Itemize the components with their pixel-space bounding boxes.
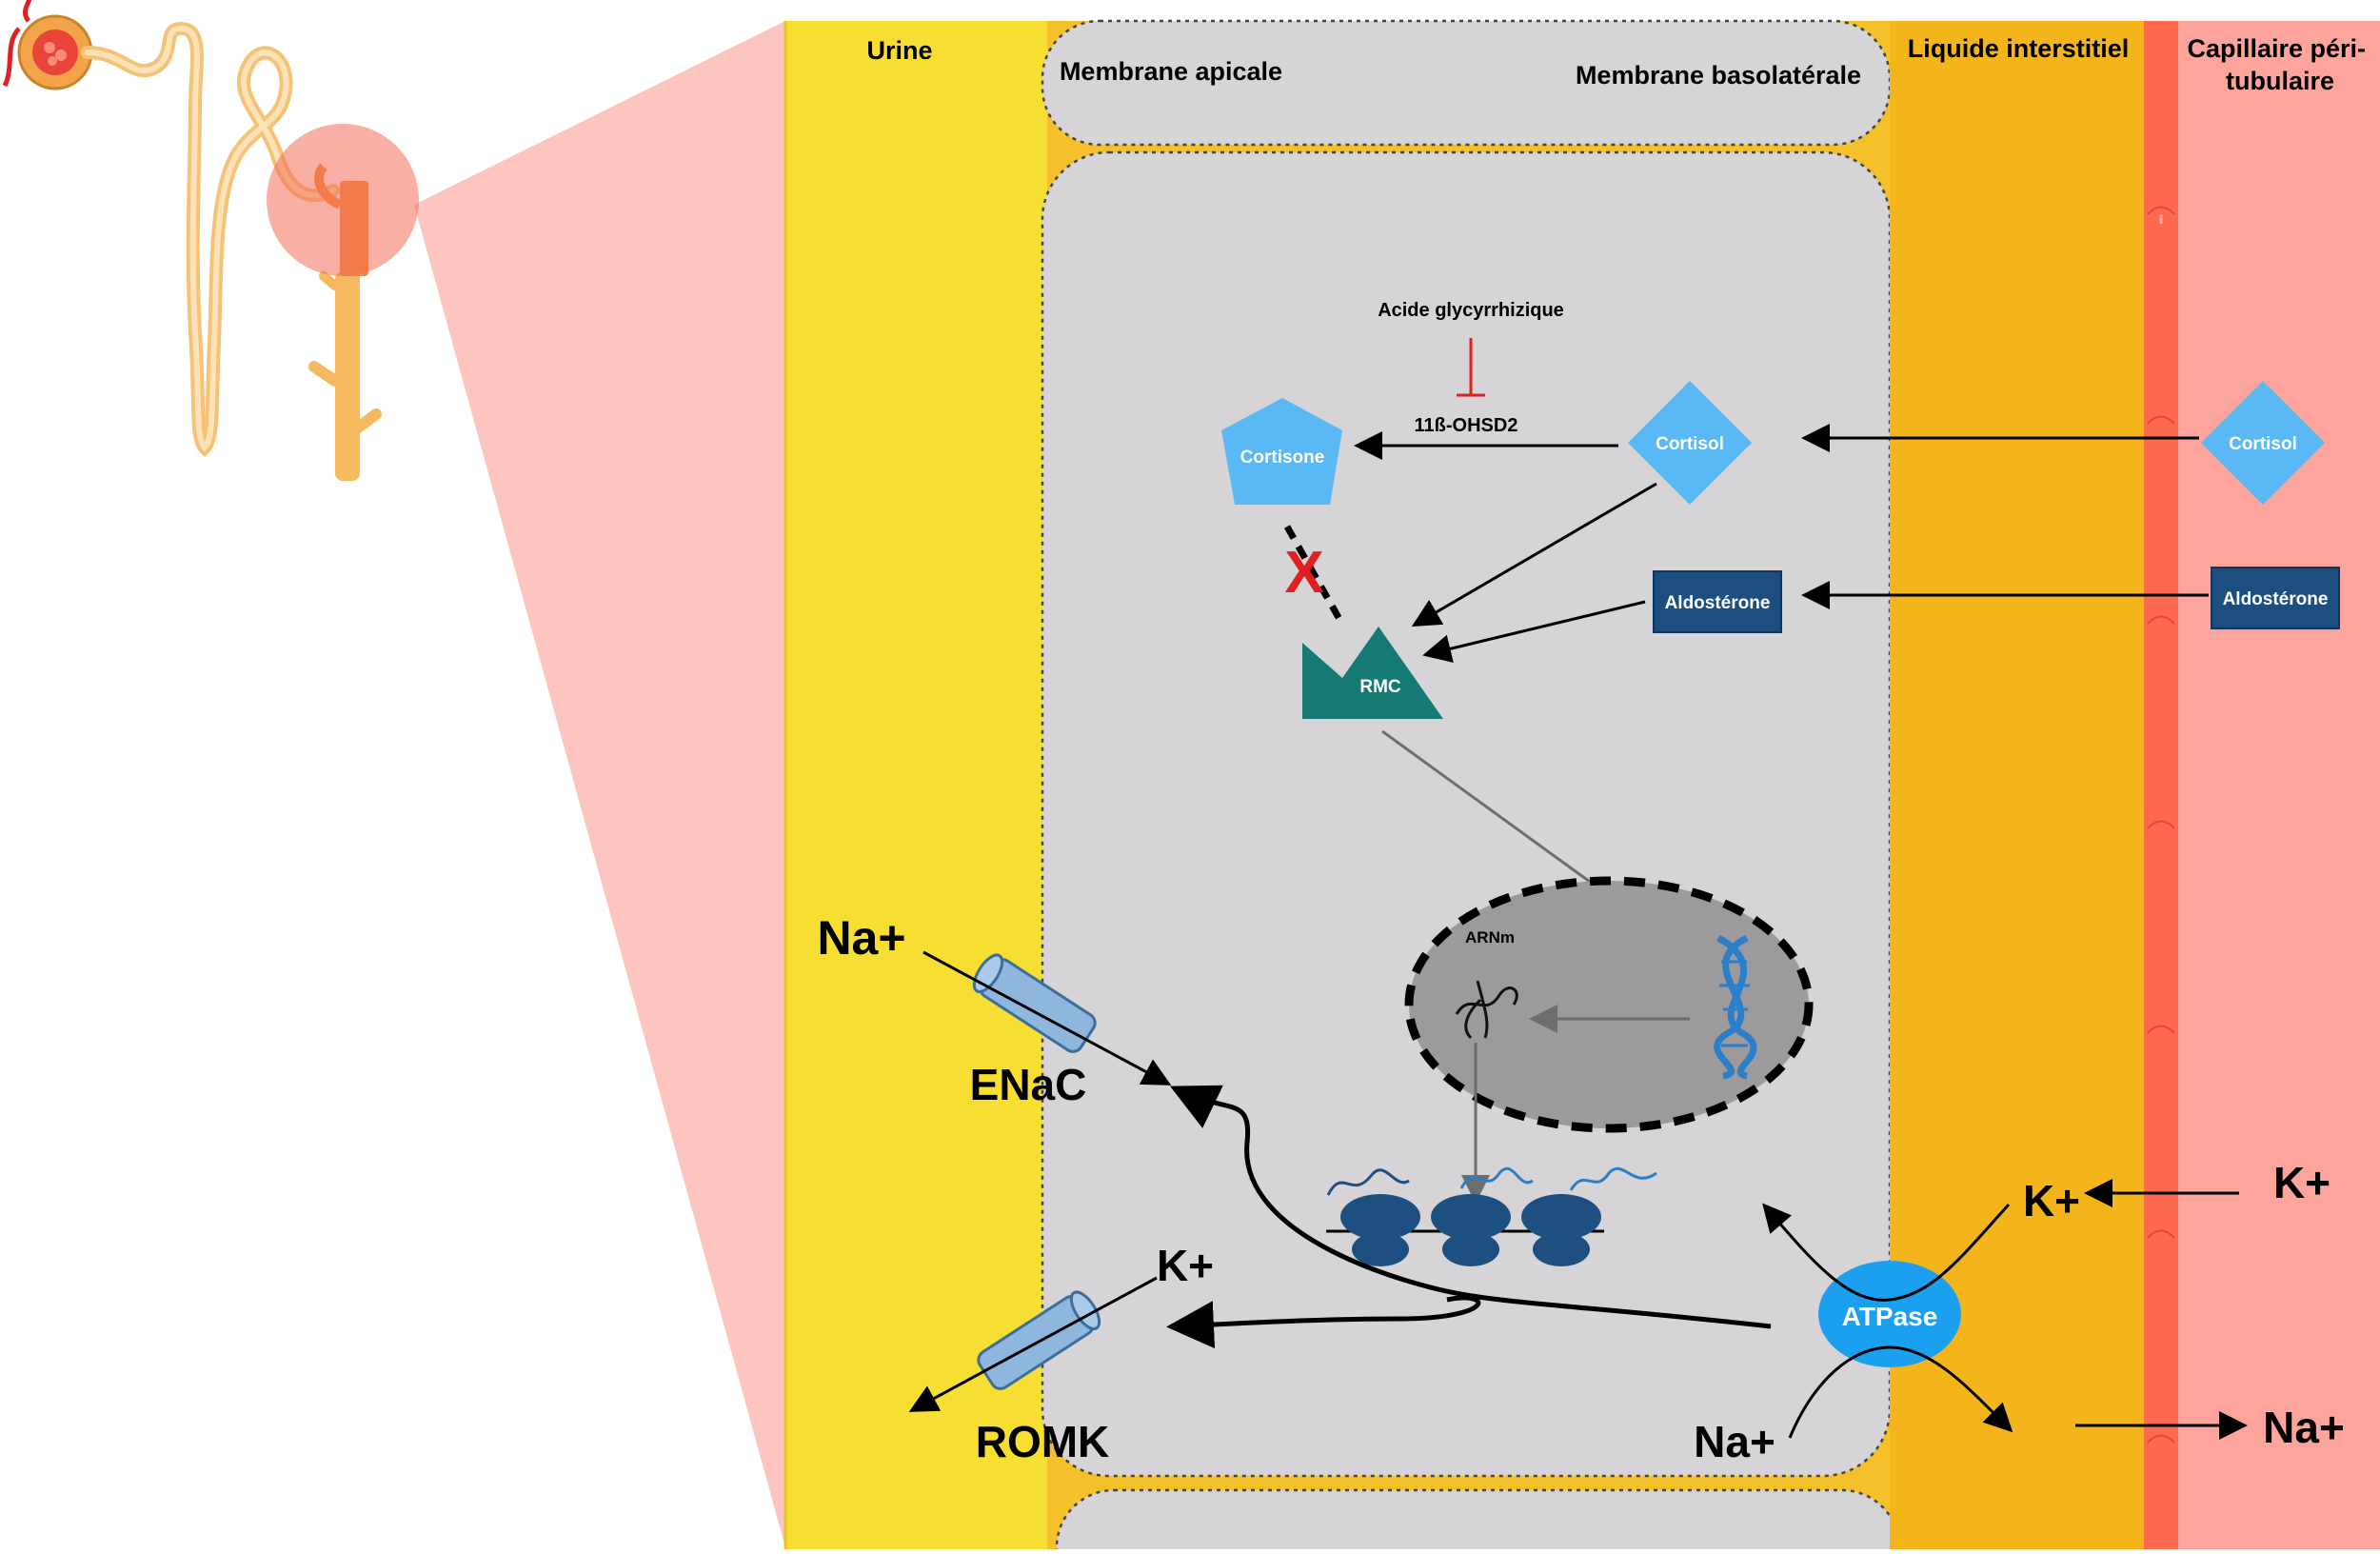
- rmc-receptor: [1302, 627, 1443, 719]
- nucleus: [1404, 876, 1814, 1133]
- atpase-label: ATPase: [1842, 1302, 1938, 1331]
- aldosterone-capillary-label: Aldostérone: [2223, 589, 2329, 609]
- basolateral-membrane-label: Membrane basolatérale: [1576, 61, 1861, 90]
- interstitial-label: Liquide interstitiel: [1908, 34, 2130, 63]
- trafficking-to-enac: [1169, 1085, 1772, 1329]
- k-interstitial-label: K+: [2023, 1176, 2080, 1225]
- urine-label: Urine: [866, 36, 932, 65]
- rmc-label: RMC: [1359, 677, 1401, 697]
- urine-zone: [785, 21, 1057, 1549]
- capillary-label: Capillaire péri- tubulaire: [2187, 34, 2372, 95]
- capillary-wall: [2144, 21, 2178, 1549]
- ribosome-complex: [1326, 1166, 1657, 1266]
- arrow-k-secretion: [908, 1276, 1158, 1412]
- block-x-mark: X: [1284, 540, 1323, 606]
- arrow-k-into-cell: [1762, 1203, 2011, 1302]
- mrna-icon: [1455, 980, 1518, 1040]
- upper-cell: [1041, 19, 1892, 147]
- dna-icon: [1714, 934, 1757, 1080]
- na-capillary-label: Na+: [2263, 1403, 2345, 1452]
- blocked-binding-line: [1283, 525, 1344, 623]
- aldosterone-cell-label: Aldostérone: [1665, 593, 1771, 613]
- na-urine-label: Na+: [817, 911, 905, 965]
- arrow-aldosterone-to-rmc: [1422, 600, 1646, 663]
- glycyrrhizic-acid-label: Acide glycyrrhizique: [1378, 300, 1564, 321]
- arrow-cortisol-to-rmc: [1411, 482, 1657, 628]
- romk-label: ROMK: [976, 1417, 1110, 1466]
- mrna-label: ARNm: [1465, 928, 1515, 946]
- cortisone-pentagon: [1221, 398, 1342, 505]
- apical-membrane-label: Membrane apicale: [1060, 57, 1282, 86]
- nephron-illustration: [2, 0, 419, 481]
- k-capillary-label: K+: [2273, 1158, 2330, 1207]
- cortisol-capillary-label: Cortisol: [2229, 434, 2297, 454]
- arrow-na-out-of-cell: [1788, 1345, 2013, 1439]
- zoom-wedge: [414, 21, 785, 1547]
- aldosterone-capillary-box: [2211, 567, 2340, 629]
- arrow-na-entry: [922, 950, 1172, 1086]
- lower-cell: [1055, 1488, 1901, 1554]
- na-cell-label: Na+: [1694, 1417, 1775, 1466]
- cortisol-cell-diamond: [1628, 381, 1752, 505]
- cortisol-cell-label: Cortisol: [1656, 434, 1724, 454]
- cortisol-capillary-diamond: [2201, 381, 2325, 505]
- trafficking-to-romk: [1166, 1295, 1481, 1349]
- cortisone-label: Cortisone: [1240, 448, 1325, 468]
- aldosterone-cell-box: [1653, 570, 1782, 633]
- capillary-zone: [2147, 21, 2380, 1549]
- k-cell-label: K+: [1157, 1241, 1214, 1290]
- enzyme-label: 11ß-OHSD2: [1415, 415, 1518, 436]
- inhibition-mark: [1457, 338, 1485, 397]
- enac-label: ENaC: [970, 1060, 1087, 1109]
